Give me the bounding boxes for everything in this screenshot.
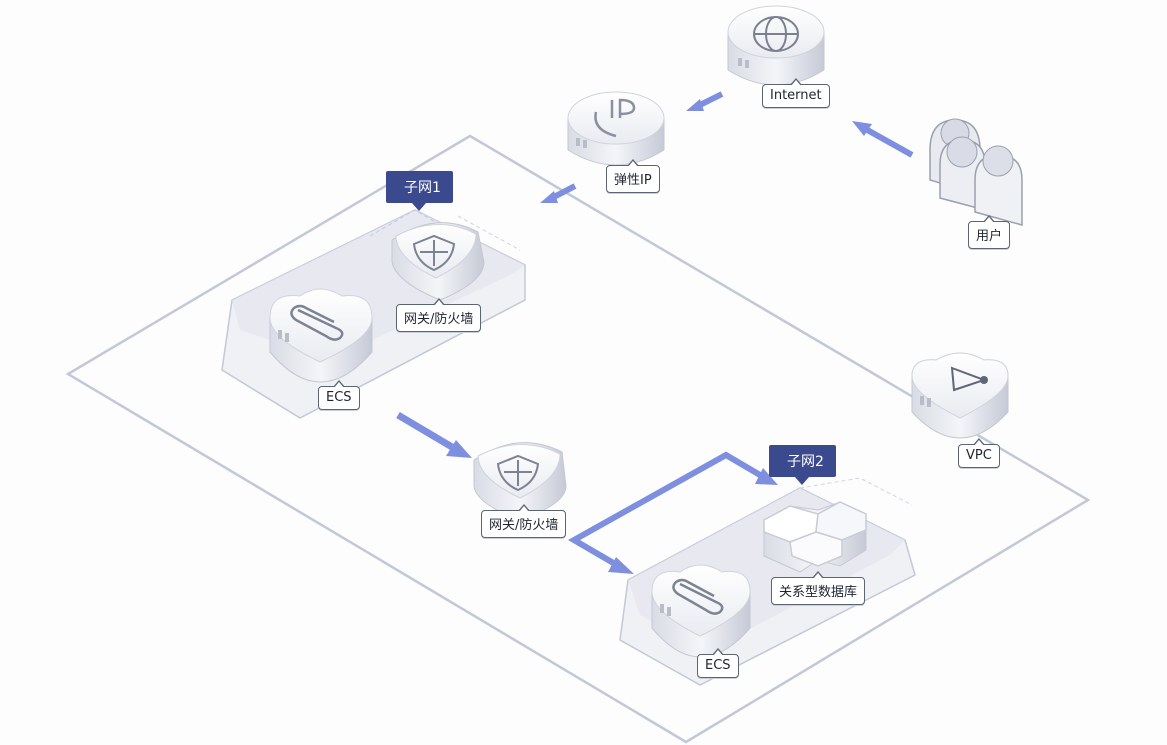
user-group-icon <box>929 118 1023 226</box>
gateway2-label: 网关/防火墙 <box>481 504 567 538</box>
internet-node <box>727 5 825 86</box>
ecs1-label: ECS <box>318 380 360 410</box>
paperclip-icon <box>672 578 724 615</box>
gateway1-label: 网关/防火墙 <box>396 298 482 332</box>
rds-node <box>763 501 867 573</box>
gateway2-node <box>473 442 567 521</box>
user-label: 用户 <box>968 215 1011 249</box>
shield-icon <box>496 454 540 492</box>
vpc-node <box>911 352 1009 439</box>
globe-icon <box>753 16 799 52</box>
eip-node <box>567 91 665 166</box>
flow-arrows <box>396 91 914 574</box>
ip-icon <box>594 98 636 138</box>
triangle-network-icon <box>950 366 988 392</box>
rds-label: 关系型数据库 <box>771 571 866 605</box>
vpc-label: VPC <box>958 438 1000 468</box>
ecs1-node <box>269 288 373 383</box>
eip-label: 弹性IP <box>606 159 660 193</box>
ecs2-node <box>651 564 751 658</box>
paperclip-icon <box>290 304 344 341</box>
internet-label: Internet <box>762 78 830 108</box>
ecs2-label: ECS <box>697 648 739 678</box>
subnet2-tag: 子网2 <box>769 445 836 485</box>
vpc-boundary <box>65 134 1091 744</box>
subnet1-tag: 子网1 <box>386 171 453 211</box>
shield-icon <box>412 234 456 272</box>
database-hexagon-icon <box>763 501 867 567</box>
gateway1-node <box>391 222 485 301</box>
